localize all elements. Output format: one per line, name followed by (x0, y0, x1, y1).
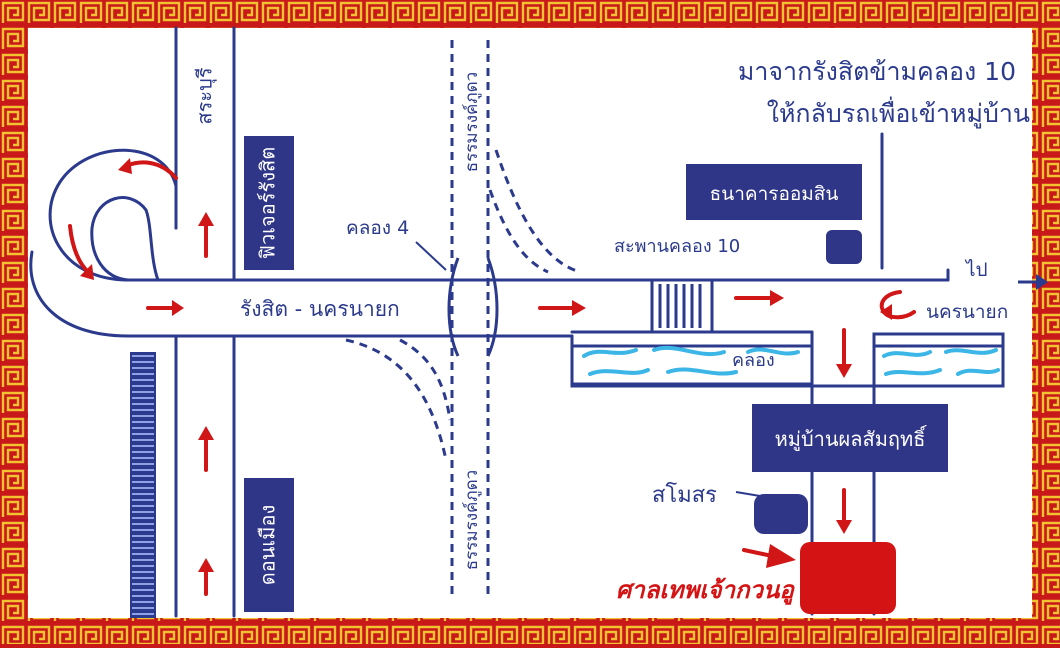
arrow-uturn-2 (68, 224, 94, 280)
ramp-ne-1 (494, 149, 581, 274)
arrow-north-3 (198, 558, 214, 596)
water-wave-6 (882, 350, 932, 358)
arrow-south-2 (836, 488, 852, 534)
bridge-label: สะพานคลอง 10 (614, 236, 740, 257)
main-road-label: รังสิต - นครนายก (240, 297, 400, 321)
overpass-arc-2 (486, 257, 499, 357)
to-label: ไป (964, 259, 988, 281)
future-park-label: ฟิวเจอร์รังสิต (256, 147, 280, 259)
u-turn-inner-leg (144, 208, 160, 282)
water-wave-7 (944, 348, 998, 355)
clubhouse-marker (754, 494, 808, 534)
gsb-bank-marker (826, 230, 862, 264)
ramp-ne-2 (488, 189, 549, 274)
donmueang-box: ดอนเมือง (244, 478, 294, 612)
donmueang-label: ดอนเมือง (256, 505, 280, 585)
arrow-east-2 (538, 300, 586, 316)
gsb-bank-box: ธนาคารออมสิน (686, 164, 862, 220)
water-wave-3 (746, 347, 800, 356)
water-wave-9 (956, 368, 1000, 376)
clubhouse-label: สโมสร (652, 482, 717, 508)
bridge-khlong10 (650, 278, 714, 334)
arrow-uturn-1 (118, 158, 178, 180)
u-turn-outer (48, 148, 178, 282)
arrow-north-2 (198, 426, 214, 472)
heading-line1: มาจากรังสิตข้ามคลอง 10 (738, 57, 1016, 86)
water-wave-8 (884, 368, 942, 376)
arrow-east-1 (146, 300, 184, 316)
saraburi-label: สระบุรี (193, 67, 218, 124)
arrow-to-nakhon-nayok (1018, 274, 1048, 290)
village-label: หมู่บ้านผลสัมฤทธิ์ (775, 424, 928, 452)
map-paper (28, 28, 1032, 618)
shrine-marker (800, 542, 896, 614)
heading-line2: ให้กลับรถเพื่อเข้าหมู่บ้าน (767, 96, 1030, 129)
khlong4-pointer (415, 241, 447, 271)
village-box: หมู่บ้านผลสัมฤทธิ์ (752, 404, 948, 472)
main-road-end-east (570, 332, 1005, 388)
ramp-sw-1 (345, 338, 448, 461)
water-wave-4 (588, 368, 650, 376)
arrow-south-1 (836, 328, 852, 378)
railway-track (130, 352, 156, 618)
clubhouse-pointer (735, 491, 761, 497)
arrow-uturn-east (879, 290, 916, 320)
shrine-label: ศาลเทพเจ้ากวนอู (616, 576, 795, 605)
u-turn-inner (90, 196, 148, 282)
canal-label: คลอง (732, 350, 775, 371)
ramp-sw-2 (399, 338, 452, 421)
water-wave-5 (666, 367, 738, 376)
future-park-box: ฟิวเจอร์รังสิต (244, 136, 294, 270)
gsb-bank-label: ธนาคารออมสิน (710, 183, 839, 205)
nakhon-nayok-label: นครนายก (926, 301, 1008, 323)
arrow-to-shrine (742, 544, 796, 568)
expressway-north-label: ธรรมรงค์ภูดว (462, 72, 482, 172)
expressway-south-label: ธรรมรงค์ภูดว (462, 470, 482, 570)
water-wave-2 (652, 345, 726, 357)
arrow-east-3 (734, 290, 784, 306)
khlong4-label: คลอง 4 (346, 217, 409, 239)
arrow-north-1 (198, 212, 214, 258)
water-wave-1 (582, 348, 638, 358)
overpass-arc-1 (447, 257, 460, 357)
u-turn-outer-bottom (29, 250, 130, 338)
